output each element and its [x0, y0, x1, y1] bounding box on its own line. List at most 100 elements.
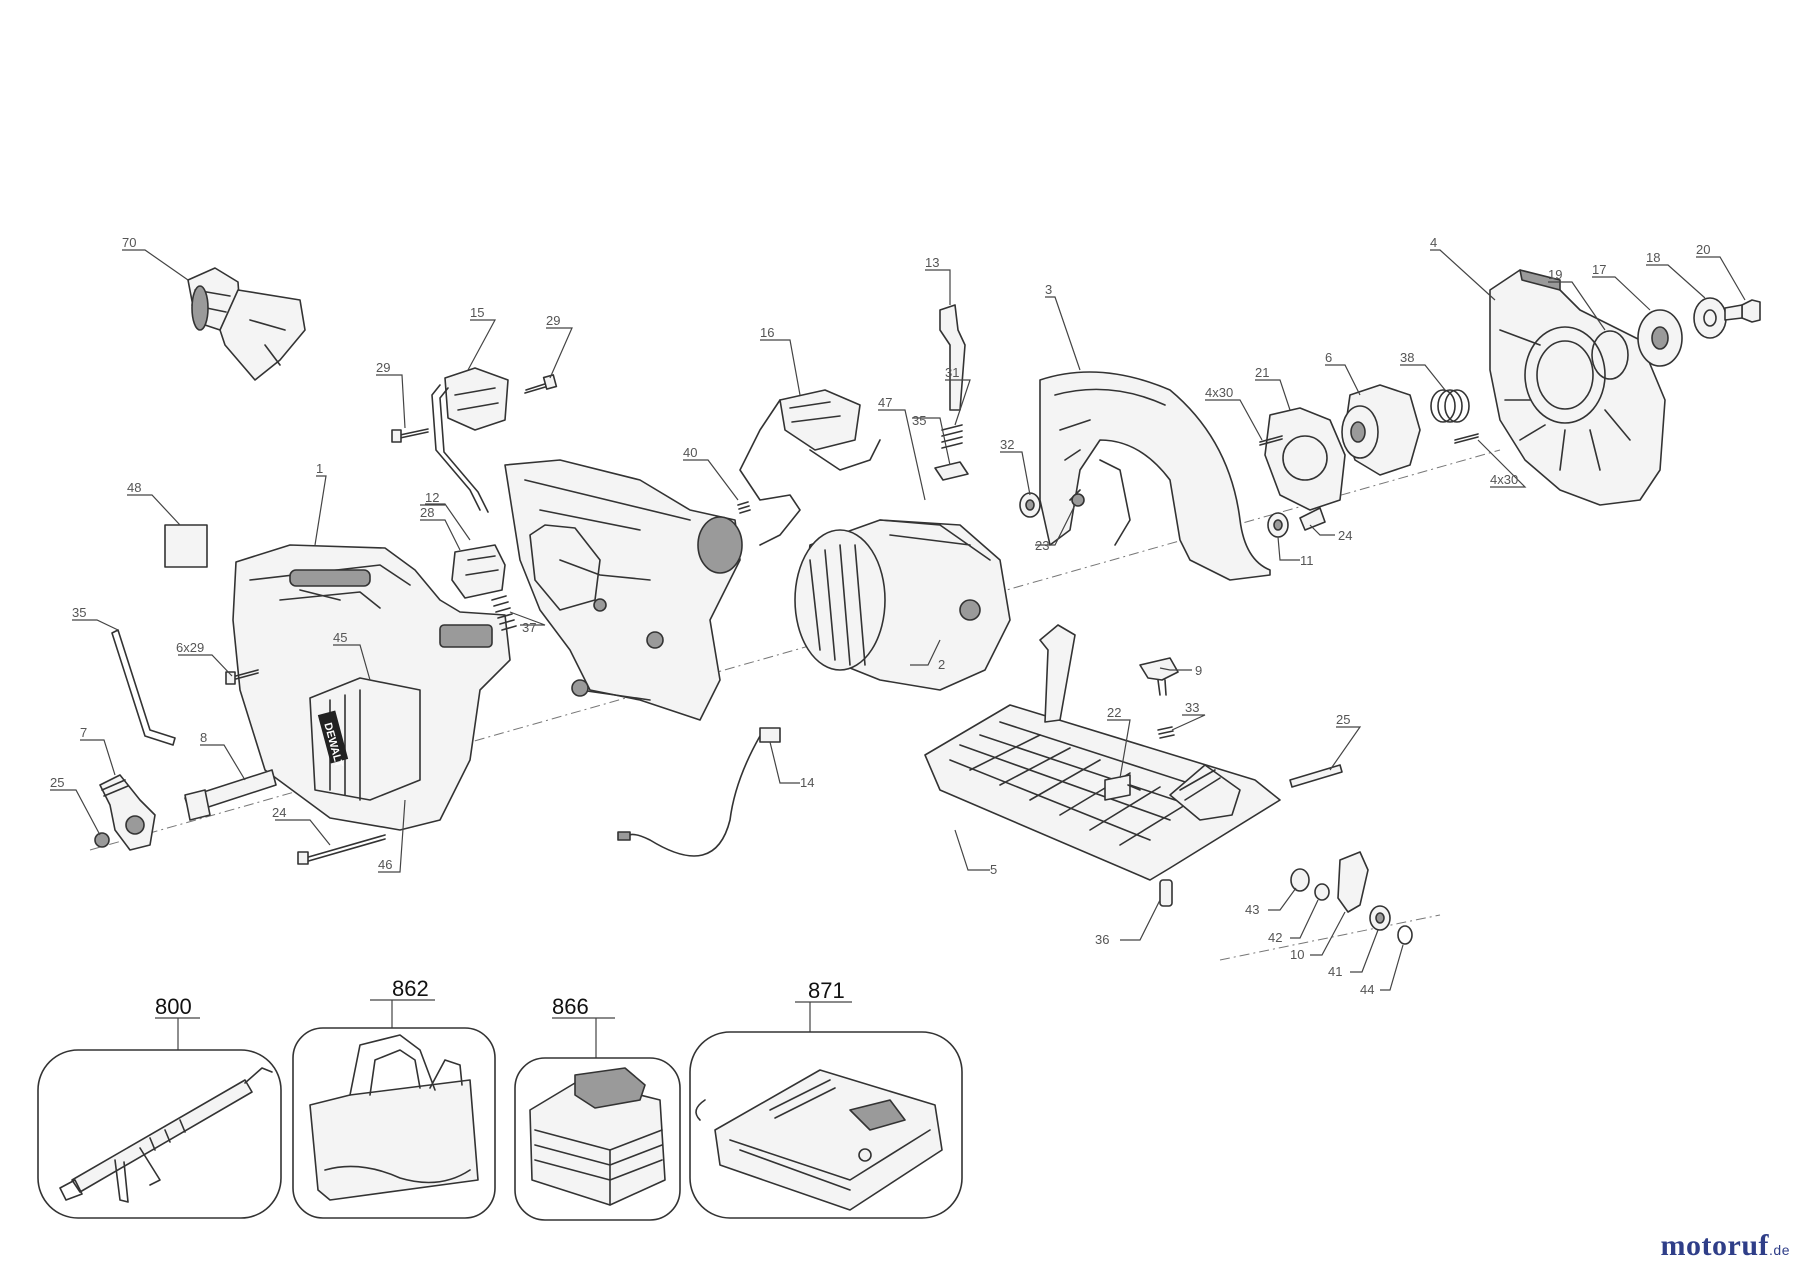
label-4x26: 24 [272, 805, 286, 820]
accessory-800-label: 800 [155, 994, 192, 1019]
part-70-dust-port [187, 267, 306, 381]
label-40: 40 [683, 445, 697, 460]
battery-charger-icon [695, 1069, 943, 1211]
label-27: 25 [50, 775, 64, 790]
part-16-mid-housing [504, 459, 743, 721]
part-33-spring [1157, 726, 1175, 739]
part-18-outer-washer [1693, 297, 1727, 339]
part-42-washer [1314, 883, 1330, 901]
label-19: 19 [1548, 267, 1562, 282]
part-2-motor [794, 519, 1011, 691]
part-30-screw-right [1454, 433, 1479, 444]
part-34-hex-key [111, 629, 176, 746]
label-48: 48 [127, 480, 141, 495]
label-6x29: 6x29 [176, 640, 204, 655]
accessory-862: 862 [292, 976, 496, 1219]
accessory-800: 800 [37, 994, 282, 1219]
part-labels: 70 48 35 1 28 12 15 29 29 6x29 37 45 46 … [50, 235, 1746, 997]
tool-bag-icon [309, 1034, 479, 1201]
part-8-bolt [184, 769, 277, 821]
label-14: 14 [800, 775, 814, 790]
part-9-knob [1139, 657, 1179, 696]
label-70: 70 [122, 235, 136, 250]
part-15-lockoff [431, 367, 509, 513]
part-26-screw-head [297, 851, 309, 865]
part-37-spring [491, 595, 517, 631]
part-19-o-ring [1591, 330, 1629, 380]
part-4-lower-guard [1489, 269, 1666, 506]
label-29-top: 29 [546, 313, 560, 328]
label-31: 31 [945, 365, 959, 380]
accessory-871-label: 871 [808, 978, 845, 1003]
part-48-label [164, 524, 208, 568]
part-17-inner-flange [1637, 309, 1683, 367]
label-18: 18 [1646, 250, 1660, 265]
label-4x30-right: 4x30 [1490, 472, 1518, 487]
label-4: 4 [1430, 235, 1437, 250]
label-42: 42 [1268, 930, 1282, 945]
part-35-plate [934, 461, 969, 481]
label-3: 3 [1045, 282, 1052, 297]
watermark-name: motoruf [1660, 1229, 1770, 1262]
accessory-871: 871 [689, 978, 963, 1219]
part-11-washer-hole [1273, 519, 1283, 531]
label-10: 10 [1290, 947, 1304, 962]
label-11: 11 [1300, 553, 1314, 568]
label-46: 46 [378, 857, 392, 872]
label-16: 16 [760, 325, 774, 340]
part-32-washer-hole [1025, 499, 1035, 511]
part-5-base-plate [924, 624, 1281, 881]
part-43-washer [1290, 868, 1310, 892]
battery-pack-icon [529, 1067, 666, 1206]
label-4x30-left: 4x30 [1205, 385, 1233, 400]
label-35: 35 [912, 413, 926, 428]
label-1: 1 [316, 461, 323, 476]
grease-gun-icon [59, 1067, 273, 1203]
part-38-spring [1430, 389, 1470, 423]
part-22-bolt [1104, 774, 1141, 801]
watermark-domain: .de [1769, 1242, 1790, 1258]
part-14-wire [617, 727, 781, 857]
label-47: 47 [878, 395, 892, 410]
part-31-spring [941, 424, 963, 449]
part-7-lever [99, 774, 156, 851]
label-25: 25 [1336, 712, 1350, 727]
part-21-gasket [1264, 407, 1346, 511]
part-10-lever [1337, 851, 1369, 913]
label-21: 21 [1255, 365, 1269, 380]
label-36: 36 [1095, 932, 1109, 947]
part-29-screw-top [524, 374, 558, 394]
accessory-862-label: 862 [392, 976, 429, 1001]
label-23: 23 [1035, 538, 1049, 553]
label-8: 8 [200, 730, 207, 745]
part-30-screw-left [1259, 435, 1283, 446]
label-2: 2 [938, 657, 945, 672]
part-41-nut [1369, 905, 1391, 931]
label-45: 45 [333, 630, 347, 645]
label-37: 37 [522, 620, 536, 635]
part-3-upper-guard [1039, 371, 1271, 581]
label-15: 15 [470, 305, 484, 320]
label-12: 12 [425, 490, 439, 505]
part-20-blade-bolt [1724, 299, 1761, 323]
label-32: 32 [1000, 437, 1014, 452]
label-34: 35 [72, 605, 86, 620]
label-20: 20 [1696, 242, 1710, 257]
label-33: 33 [1185, 700, 1199, 715]
part-40-spring [737, 501, 751, 514]
label-22: 22 [1107, 705, 1121, 720]
label-9: 9 [1195, 663, 1202, 678]
label-43: 43 [1245, 902, 1259, 917]
label-13: 13 [925, 255, 939, 270]
label-38: 38 [1400, 350, 1414, 365]
label-24: 24 [1338, 528, 1352, 543]
part-29-screw-left [391, 428, 429, 443]
part-27-screw [94, 832, 110, 848]
assembly-axis-lower [1219, 914, 1441, 961]
label-17: 17 [1592, 262, 1606, 277]
part-44-clip [1397, 925, 1413, 945]
part-28-switch [451, 544, 506, 599]
part-26-screw [304, 834, 386, 863]
part-36-pin [1159, 879, 1173, 907]
